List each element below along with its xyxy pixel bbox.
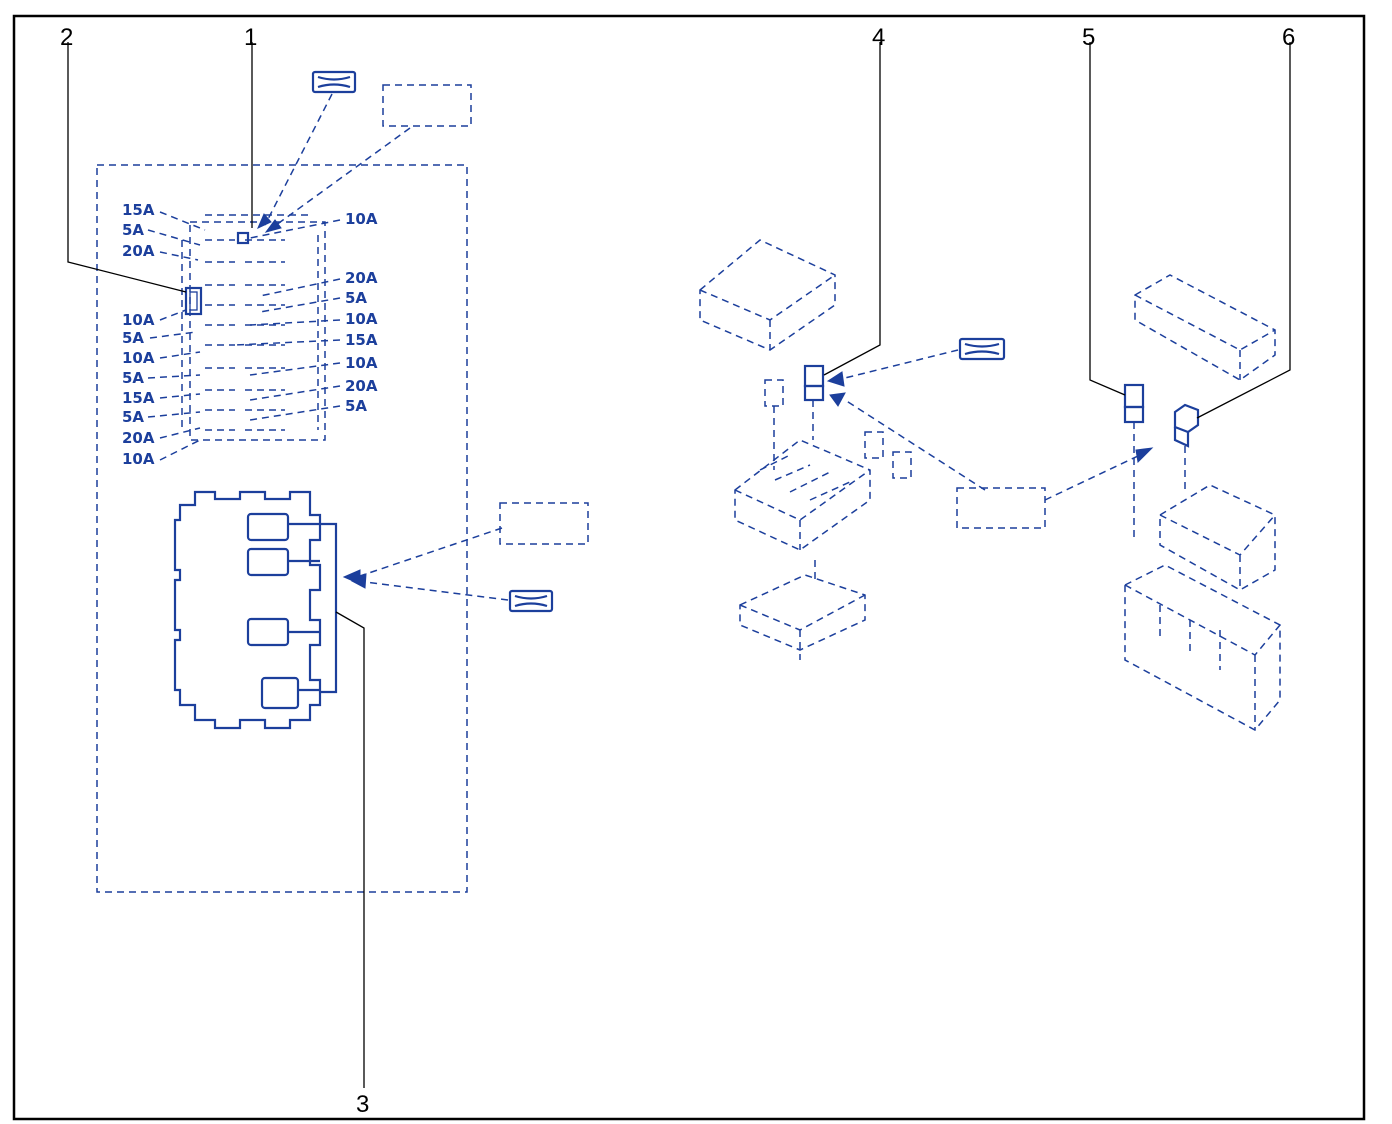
left-assembly: 15A 5A 20A 10A 5A 10A 5A 15A 5A 20A 10A … — [96, 70, 589, 893]
callout-leaders — [67, 42, 1291, 1088]
fuse-rating-right-1: 10A — [345, 210, 378, 228]
callout-5: 5 — [1082, 24, 1095, 51]
tag-icon — [508, 589, 554, 613]
dashed-box-icon — [956, 487, 1046, 529]
fuse-rating-right-7: 20A — [345, 377, 378, 395]
callout-numbers: 2 1 3 4 5 6 — [60, 24, 1295, 1118]
fuse-item-1 — [236, 231, 250, 245]
fuse-rating-left-11: 10A — [122, 450, 155, 468]
callout-2: 2 — [60, 24, 73, 51]
relay-item-4 — [803, 364, 825, 402]
tag-icon — [958, 337, 1006, 361]
fuse-rating-left-5: 5A — [122, 329, 144, 347]
fuse-rating-right-6: 10A — [345, 354, 378, 372]
fuse-rating-left-9: 5A — [122, 408, 144, 426]
right-assembly — [1123, 274, 1281, 731]
fuse-panel-outline — [96, 164, 468, 893]
fuse-rating-right-3: 5A — [345, 289, 367, 307]
fuse-rating-left-10: 20A — [122, 429, 155, 447]
callout-6: 6 — [1282, 24, 1295, 51]
dashed-box-icon — [382, 84, 472, 127]
tag-icon — [311, 70, 357, 94]
callout-4: 4 — [872, 24, 885, 51]
callout-1: 1 — [244, 24, 257, 51]
fuse-rating-left-7: 5A — [122, 369, 144, 387]
fuse-rating-left-8: 15A — [122, 389, 155, 407]
fuse-rating-right-5: 15A — [345, 331, 378, 349]
fuse-rating-left-1: 15A — [122, 201, 155, 219]
fuse-item-2 — [184, 286, 203, 316]
fuse-rating-left-2: 5A — [122, 221, 144, 239]
dashed-box-icon — [499, 502, 589, 545]
fuse-rating-left-3: 20A — [122, 242, 155, 260]
center-assembly — [699, 239, 1154, 660]
relay-board — [173, 490, 338, 730]
relay-item-6 — [1173, 403, 1200, 448]
callout-3: 3 — [356, 1091, 369, 1118]
relay-slot-4 — [260, 676, 300, 710]
fuse-rating-right-8: 5A — [345, 397, 367, 415]
fuse-rating-right-2: 20A — [345, 269, 378, 287]
fuse-rating-left-6: 10A — [122, 349, 155, 367]
fuse-rating-right-4: 10A — [345, 310, 378, 328]
diagram-frame — [12, 14, 1366, 1121]
fuse-rating-left-4: 10A — [122, 311, 155, 329]
relay-slot-1 — [246, 512, 290, 542]
